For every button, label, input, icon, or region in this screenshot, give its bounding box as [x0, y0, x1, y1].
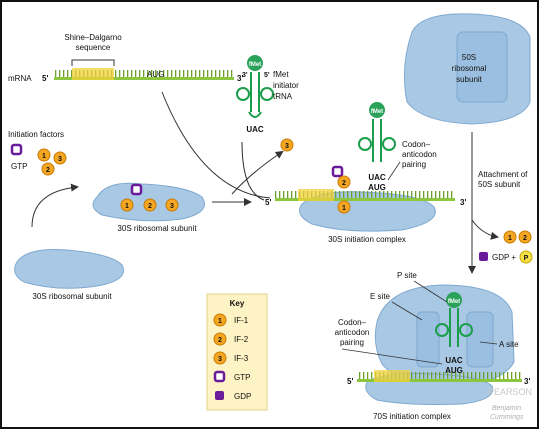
fmet-trna-label-3: tRNA — [273, 92, 293, 101]
shine-dalgarno-label-2: sequence — [76, 43, 111, 52]
complex-mrna-three-prime: 3' — [460, 198, 466, 207]
publisher-line-1: Benjamin — [492, 405, 521, 412]
complex-aug: AUG — [368, 183, 386, 192]
gdp-key-icon — [215, 391, 224, 400]
key-label: IF-1 — [234, 316, 249, 325]
key-label: GDP — [234, 392, 251, 401]
gtp-label: GTP — [11, 162, 27, 171]
initiation-factors-label: Initiation factors — [8, 130, 64, 139]
50s-label-3: subunit — [456, 75, 483, 84]
phosphate-icon: P — [524, 255, 529, 262]
complex-mrna-five-prime: 5' — [265, 198, 271, 207]
shine-dalgarno-label-1: Shine–Dalgarno — [64, 33, 122, 42]
fmet-amino-acid-top: fMet — [249, 62, 261, 68]
key-symbol: 3 — [218, 356, 222, 363]
released-if3-icon — [280, 138, 294, 152]
mrna-label: mRNA — [8, 74, 32, 83]
mrna-five-prime: 5' — [42, 74, 48, 83]
30s-subunit-bottom: 30S ribosomal subunit — [14, 249, 124, 301]
30s-if2: 2 — [148, 203, 152, 210]
key-item-if-3: 3 IF-3 — [213, 351, 249, 365]
70s-initiation-complex-label: 70S initiation complex — [373, 412, 451, 421]
codon-pairing-bottom-1: Codon– — [338, 318, 367, 327]
50s-subunit: 50S ribosomal subunit — [403, 13, 531, 125]
arrow-trna-join — [241, 141, 265, 201]
complex-fmet: fMet — [371, 109, 383, 115]
key-item-gdp: GDP — [215, 391, 251, 401]
fmet-trna-top: fMet 3' 5' UAC fMet initiator tRNA — [236, 55, 299, 134]
mrna-aug-codon: AUG — [147, 70, 164, 79]
if1-icon: 1 — [42, 153, 46, 160]
fmet-trna-label-2: initiator — [273, 81, 299, 90]
released-if2: 2 — [523, 235, 527, 242]
70s-aug: AUG — [445, 366, 463, 375]
released-if1: 1 — [508, 235, 512, 242]
fmet-trna-label-1: fMet — [273, 70, 289, 79]
30s-subunit-with-factors: 1 2 3 30S ribosomal subunit — [92, 182, 205, 233]
30s-subunit-top-label: 30S ribosomal subunit — [117, 224, 197, 233]
complex-if1: 1 — [342, 205, 346, 212]
30s-if1: 1 — [125, 203, 129, 210]
gtp-key-icon — [213, 370, 226, 383]
arrow-release-if3 — [231, 150, 284, 195]
complex-uac: UAC — [368, 173, 386, 182]
codon-pairing-top-3: pairing — [402, 160, 426, 169]
30s-initiation-complex: 5' 3' 2 1 fMet UAC AUG Codon– anticodon … — [265, 102, 466, 244]
gdp-icon — [479, 252, 488, 261]
70s-mrna-five-prime: 5' — [347, 377, 353, 386]
key-label: GTP — [234, 373, 250, 382]
codon-pairing-bottom-2: anticodon — [335, 328, 370, 337]
initiation-factors-group: Initiation factors GTP 1 2 3 — [8, 130, 67, 176]
p-site-label: P site — [397, 271, 417, 280]
arrow-release — [471, 219, 499, 240]
30s-if3: 3 — [170, 203, 174, 210]
codon-pairing-bottom-3: pairing — [340, 338, 364, 347]
key-label: IF-3 — [234, 354, 249, 363]
arrow-mrna-join — [161, 91, 271, 199]
70s-mrna-three-prime: 3' — [524, 377, 530, 386]
30s-initiation-complex-label: 30S initiation complex — [328, 235, 406, 244]
pearson-watermark: PEARSON — [488, 387, 532, 397]
trna-five-prime-top: 5' — [264, 72, 270, 79]
attachment-label-2: 50S subunit — [478, 180, 521, 189]
key-label: IF-2 — [234, 335, 249, 344]
shine-dalgarno-highlight — [72, 68, 114, 80]
if3-icon: 3 — [58, 156, 62, 163]
30s-subunit-bottom-label: 30S ribosomal subunit — [32, 292, 112, 301]
attachment-label-1: Attachment of — [478, 170, 528, 179]
released-if3-label: 3 — [285, 143, 289, 150]
key-title: Key — [230, 299, 245, 308]
50s-label-2: ribosomal — [452, 64, 487, 73]
key-symbol: 1 — [218, 318, 222, 325]
key-item-if-2: 2 IF-2 — [213, 332, 249, 346]
publisher-line-2: Cummings — [490, 414, 524, 421]
70s-uac: UAC — [445, 356, 463, 365]
trna-three-prime-top: 3' — [242, 72, 248, 79]
complex-if2: 2 — [342, 180, 346, 187]
70s-initiation-complex: 5' 3' fMet UAC AUG P site E site A site … — [335, 271, 531, 421]
key-item-if-1: 1 IF-1 — [213, 313, 249, 327]
e-site-label: E site — [370, 292, 391, 301]
gtp-icon — [10, 143, 23, 156]
shine-dalgarno-bracket: Shine–Dalgarno sequence — [64, 33, 122, 66]
gdp-plus-label: GDP + — [492, 253, 516, 262]
if2-icon: 2 — [46, 167, 50, 174]
key-item-gtp: GTP — [213, 370, 250, 383]
a-site-label: A site — [499, 340, 519, 349]
codon-pairing-top-2: anticodon — [402, 150, 437, 159]
codon-pairing-top-1: Codon– — [402, 140, 431, 149]
key-symbol: 2 — [218, 337, 222, 344]
50s-label-1: 50S — [462, 53, 476, 62]
mrna-strand-top: mRNA 5' AUG 3' — [8, 68, 243, 83]
trna-anticodon-top: UAC — [246, 125, 264, 134]
70s-fmet: fMet — [448, 299, 460, 305]
mrna-three-prime: 3' — [237, 74, 243, 83]
arrow-to-30s — [31, 183, 79, 228]
